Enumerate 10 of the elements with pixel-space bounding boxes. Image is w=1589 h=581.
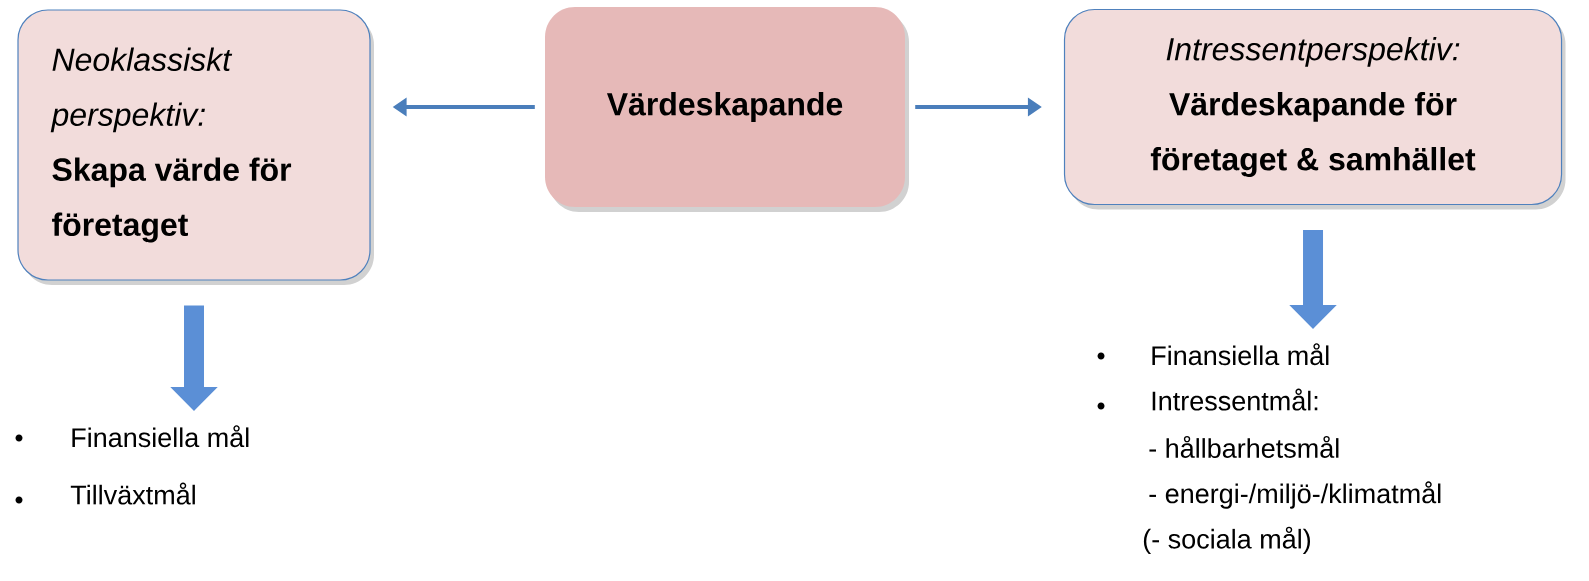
list-item: (- sociala mål) xyxy=(1143,526,1311,555)
list-item: Finansiella mål xyxy=(72,425,249,448)
rounded-box: Neoklassiskt perspektiv: Skapa värde för företaget xyxy=(17,9,371,281)
list-item: Tillväxtmål xyxy=(70,482,195,505)
rounded-box: Värdeskapande xyxy=(545,7,905,207)
rounded-box: Intressentperspektiv: Värdeskapande för företaget & samhället xyxy=(1063,8,1563,206)
list-item: Intressentmål: xyxy=(1152,388,1318,411)
list-item: - hållbarhetsmål xyxy=(1149,435,1339,458)
list-item: Finansiella mål xyxy=(1152,343,1329,366)
list-item: - energi-/miljö-/klimatmål xyxy=(1149,481,1441,509)
